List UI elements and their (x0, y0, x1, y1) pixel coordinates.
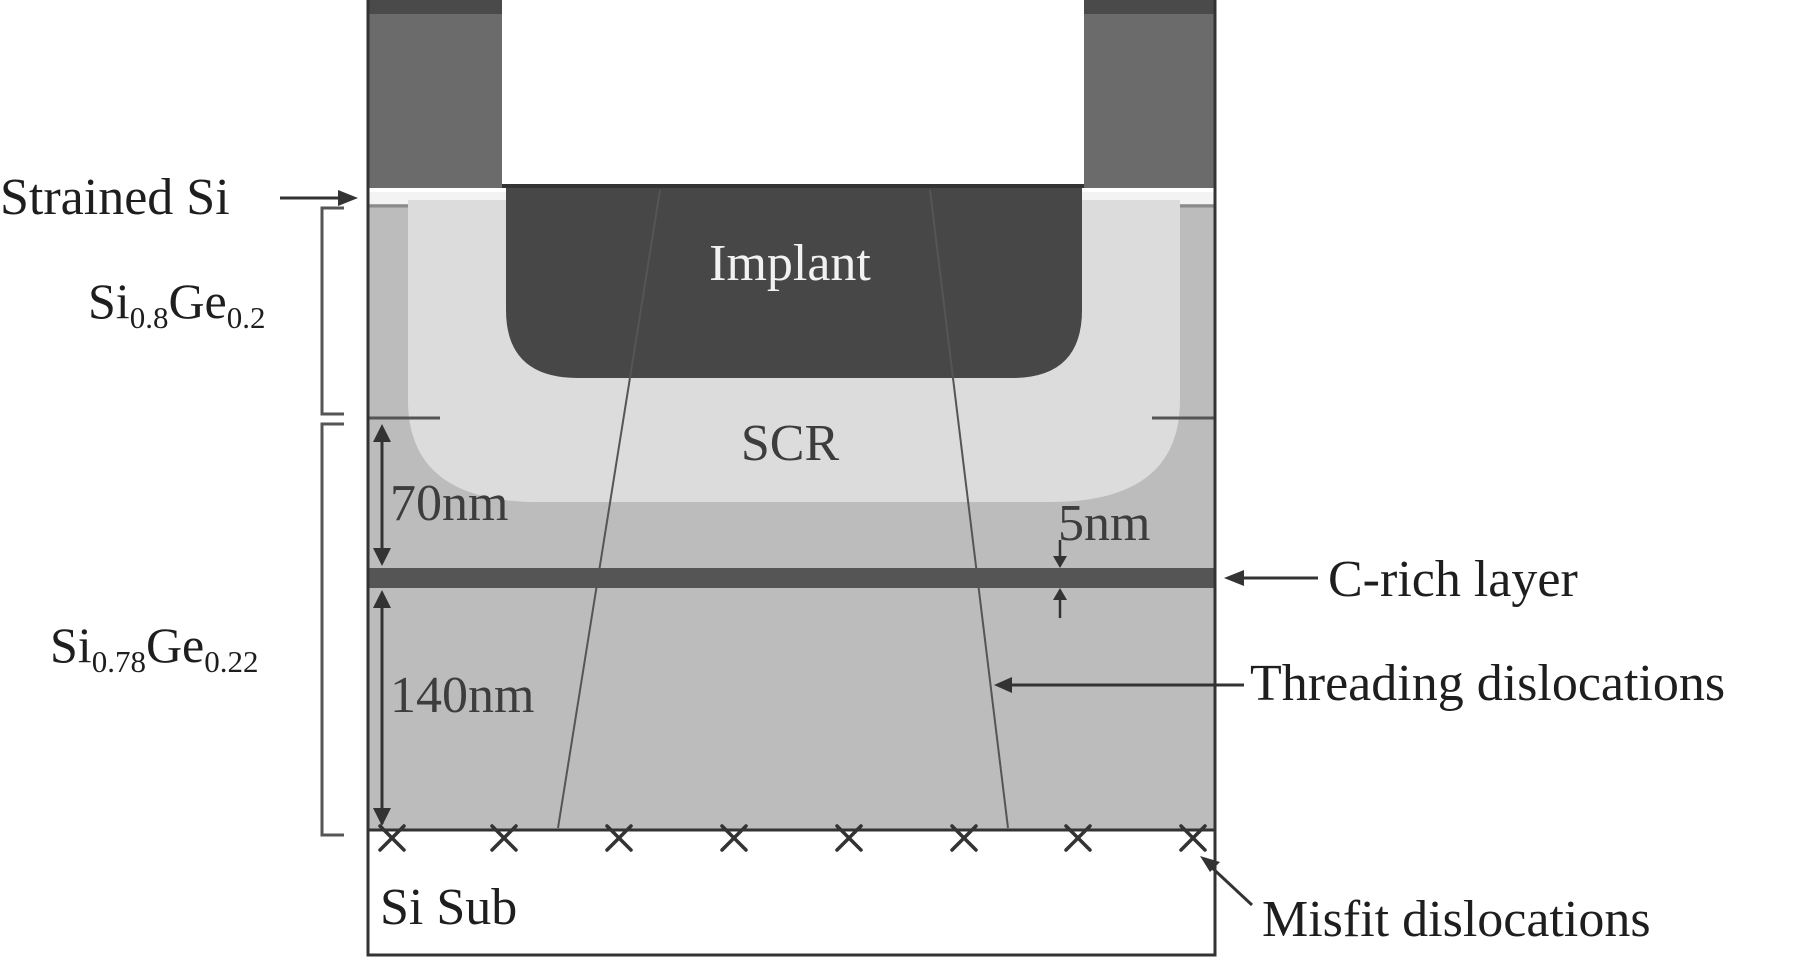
misfit-marker-7 (1064, 824, 1092, 852)
gate-spacer-left (368, 0, 502, 188)
si-substrate (366, 828, 1217, 957)
upper-sige-bracket (320, 206, 344, 416)
label-lower-sige: Si0.78Ge0.22 (50, 617, 259, 679)
implant-region (506, 186, 1082, 378)
label-c-rich-layer: C-rich layer (1328, 551, 1578, 608)
label-implant: Implant (709, 235, 871, 292)
label-140nm: 140nm (390, 667, 534, 724)
label-70nm: 70nm (390, 475, 508, 532)
threading-dislocation-right (929, 189, 1009, 829)
misfit-dislocation-markers (378, 824, 1207, 852)
c-rich-layer (368, 568, 1215, 588)
label-misfit-dislocations: Misfit dislocations (1262, 891, 1651, 948)
misfit-marker-1 (378, 824, 406, 852)
misfit-marker-3 (605, 824, 633, 852)
misfit-marker-8 (1179, 824, 1207, 852)
misfit-marker-2 (490, 824, 518, 852)
label-threading-dislocations: Threading dislocations (1250, 655, 1725, 712)
label-si-sub: Si Sub (380, 879, 517, 936)
lower-sige-bracket (320, 422, 344, 837)
misfit-marker-5 (835, 824, 863, 852)
label-strained-si: Strained Si (0, 169, 230, 226)
misfit-marker-6 (950, 824, 978, 852)
label-upper-sige: Si0.8Ge0.2 (88, 273, 266, 335)
gate-spacer-right (1084, 0, 1215, 188)
threading-dislocation-left (557, 189, 661, 829)
label-scr: SCR (741, 415, 840, 472)
misfit-marker-4 (720, 824, 748, 852)
label-5nm: 5nm (1058, 495, 1150, 552)
misfit-dislocations-pointer (1206, 862, 1254, 907)
